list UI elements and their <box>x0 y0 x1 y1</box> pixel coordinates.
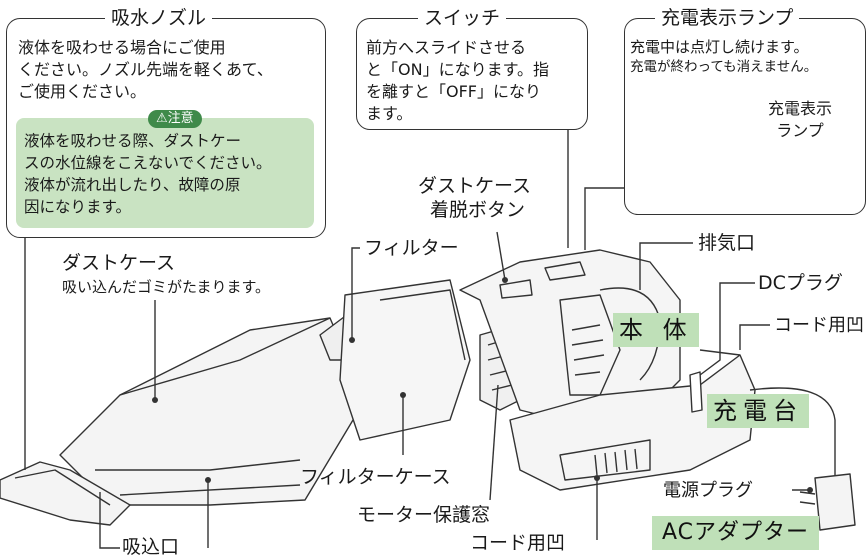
charger-label: 充電台 <box>707 394 809 428</box>
filter-case-shape <box>339 279 471 441</box>
exhaust-label: 排気口 <box>698 232 756 254</box>
filter-case-label: フィルターケース <box>300 466 451 488</box>
dust-case-label: ダストケース <box>62 252 176 274</box>
caution-text: 液体を吸わせる際、ダストケー スの水位線をこえないでください。 液体が流れ出した… <box>24 132 272 216</box>
switch-callout-box <box>356 18 588 130</box>
caution-panel <box>16 118 314 228</box>
switch-body: 前方へスライドさせる と「ON」になります。指 を離すと「OFF」になり ます。 <box>366 38 549 123</box>
lamp-callout-box <box>624 18 866 215</box>
dust-case-release-label: ダストケース 着脱ボタン <box>418 175 532 221</box>
ac-adapter-shape <box>814 473 856 531</box>
switch-title: スイッチ <box>418 7 507 29</box>
intake-label: 吸込口 <box>122 536 180 558</box>
caution-badge: ⚠注意 <box>148 110 202 128</box>
lamp-body: 充電中は点灯し続けます。 充電が終わっても消えません。 <box>630 38 818 75</box>
lamp-inner-label: 充電表示 ランプ <box>768 99 833 140</box>
motor-window-label: モーター保護窓 <box>357 504 491 526</box>
cord-recess-bottom-label: コード用凹 <box>470 532 566 554</box>
cord-recess-right-label: コード用凹 <box>774 315 864 336</box>
nozzle-shape <box>0 461 131 526</box>
filter-label: フィルター <box>364 237 459 259</box>
power-plug-label: 電源プラグ <box>663 480 753 501</box>
nozzle-title: 吸水ノズル <box>105 7 213 29</box>
ac-cord <box>749 387 836 480</box>
nozzle-body: 液体を吸わせる場合にご使用 ください。ノズル先端を軽くあて、 ご使用ください。 <box>18 38 273 101</box>
dc-plug-label: DCプラグ <box>758 272 843 294</box>
main-body-shape <box>459 249 681 421</box>
ac-adapter-label: ACアダプター <box>652 516 820 550</box>
lamp-title: 充電表示ランプ <box>655 7 800 29</box>
main-body-label: 本 体 <box>613 313 699 347</box>
dust-case-description: 吸い込んだゴミがたまります。 <box>62 278 271 296</box>
